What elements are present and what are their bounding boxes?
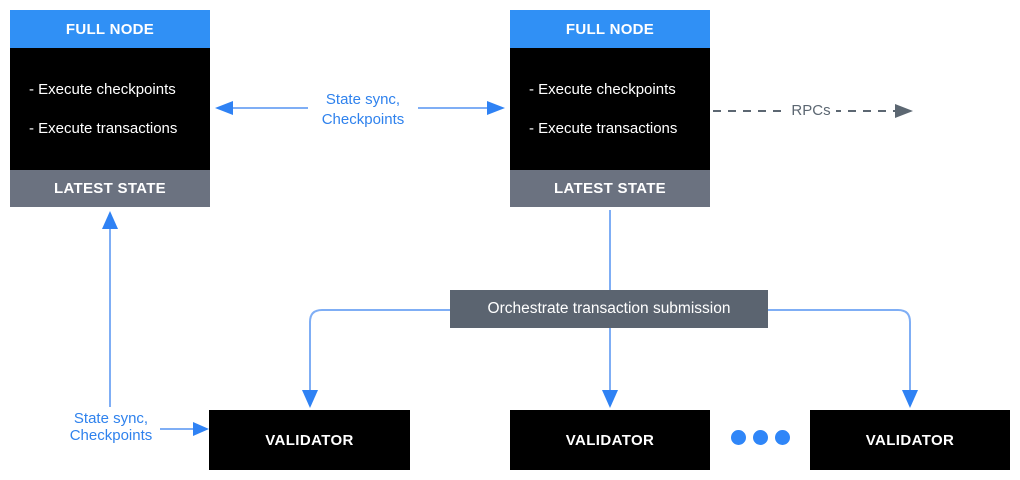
ellipsis-dot-icon xyxy=(731,430,746,445)
validator-left: VALIDATOR xyxy=(209,410,410,470)
right-validator-arrow-head-icon xyxy=(902,390,918,408)
ellipsis-dots xyxy=(731,430,790,445)
full-node-left-body: - Execute checkpoints - Execute transact… xyxy=(10,48,210,170)
left-validator-side-arrow-head-icon xyxy=(193,422,209,436)
full-node-left-header: FULL NODE xyxy=(10,10,210,48)
validator-right: VALIDATOR xyxy=(810,410,1010,470)
full-node-right-footer: LATEST STATE xyxy=(510,170,710,207)
full-node-left-body-line: - Execute checkpoints xyxy=(29,81,176,98)
full-node-right: FULL NODE - Execute checkpoints - Execut… xyxy=(510,10,710,207)
orchestrator-to-left-validator-line xyxy=(309,309,450,392)
full-node-right-header: FULL NODE xyxy=(510,10,710,48)
sync-label-top: State sync, Checkpoints xyxy=(308,89,418,131)
orchestrator-to-right-validator-line xyxy=(768,309,911,392)
validator-middle: VALIDATOR xyxy=(510,410,710,470)
full-node-right-body-line: - Execute transactions xyxy=(529,120,678,137)
left-validator-arrow-head-icon xyxy=(302,390,318,408)
full-node-right-body: - Execute checkpoints - Execute transact… xyxy=(510,48,710,170)
rpcs-arrow-head-icon xyxy=(895,104,913,118)
rpcs-label: RPCs xyxy=(786,101,836,121)
full-node-left: FULL NODE - Execute checkpoints - Execut… xyxy=(10,10,210,207)
middle-validator-arrow-head-icon xyxy=(602,390,618,408)
sync-label-bottom-line2: Checkpoints xyxy=(69,427,153,444)
full-node-left-footer: LATEST STATE xyxy=(10,170,210,207)
sync-label-top-line1: State sync, xyxy=(325,91,401,108)
orchestrator-box: Orchestrate transaction submission xyxy=(450,290,768,328)
sync-label-bottom: State sync, Checkpoints xyxy=(56,409,166,445)
full-node-left-body-line: - Execute transactions xyxy=(29,120,178,137)
ellipsis-dot-icon xyxy=(753,430,768,445)
sync-arrow-left-head-icon xyxy=(215,101,233,115)
sync-arrow-right-head-icon xyxy=(487,101,505,115)
ellipsis-dot-icon xyxy=(775,430,790,445)
full-node-right-body-line: - Execute checkpoints xyxy=(529,81,676,98)
sync-label-top-line2: Checkpoints xyxy=(321,111,405,128)
sync-label-bottom-line1: State sync, xyxy=(73,410,149,427)
fullnode-up-arrow-head-icon xyxy=(102,211,118,229)
